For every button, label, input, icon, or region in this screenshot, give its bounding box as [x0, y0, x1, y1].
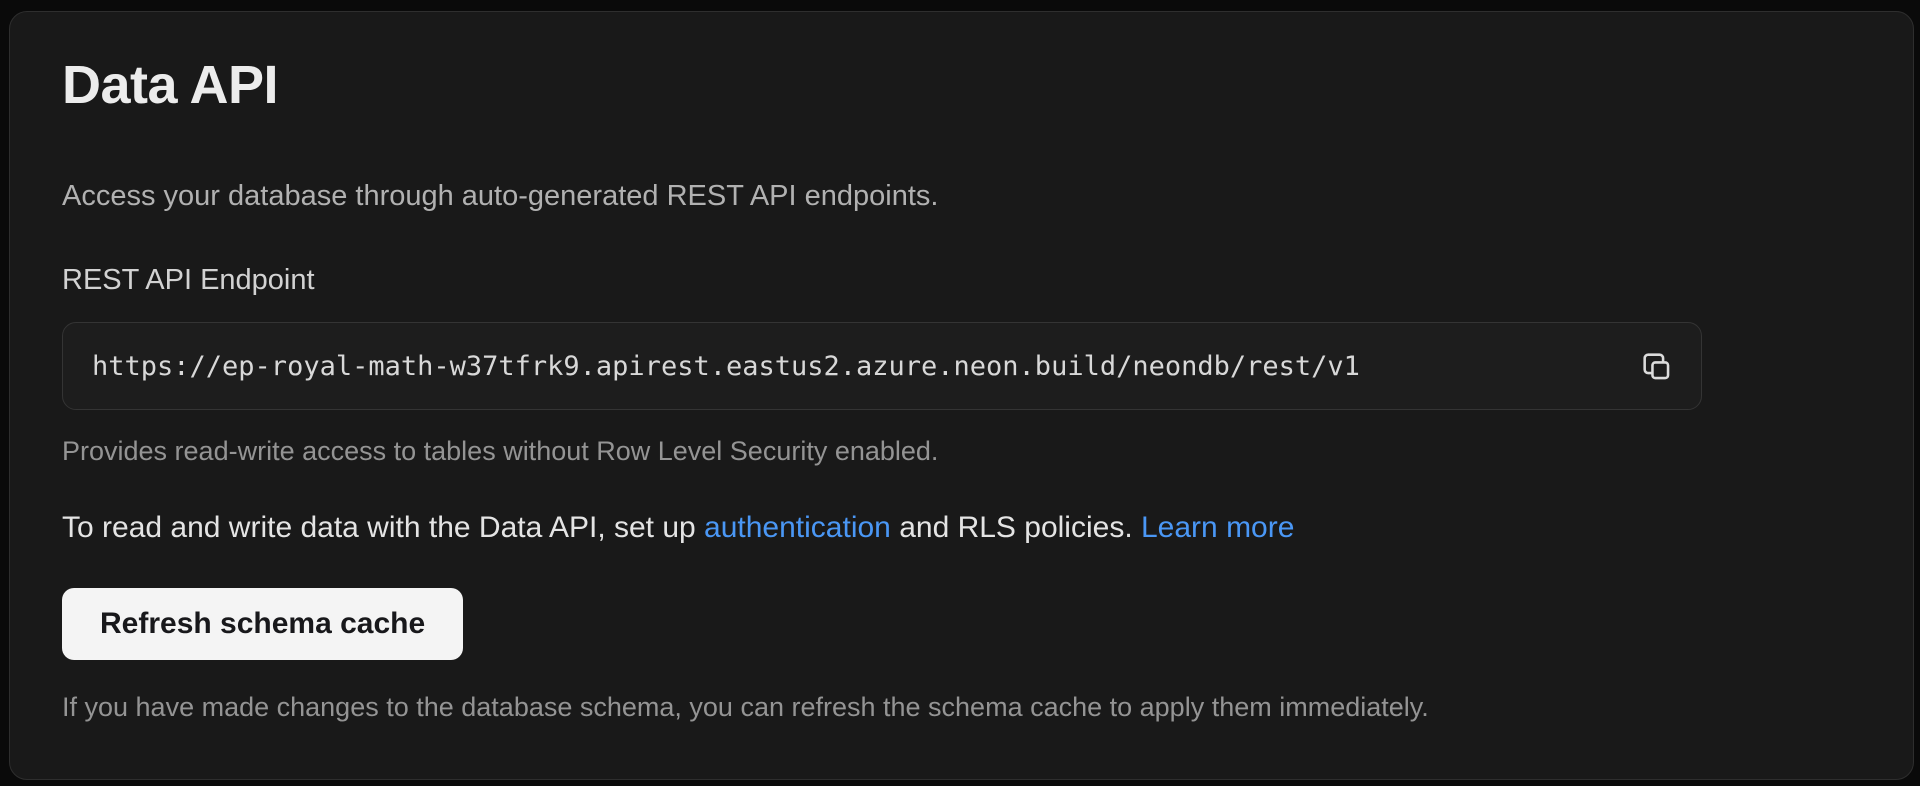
rest-api-endpoint-url[interactable]: https://ep-royal-math-w37tfrk9.apirest.e…	[92, 350, 1360, 382]
rest-api-endpoint-label: REST API Endpoint	[62, 264, 315, 296]
endpoint-helper-text: Provides read-write access to tables wit…	[62, 436, 939, 466]
rls-note: To read and write data with the Data API…	[62, 508, 1294, 548]
rls-note-text-middle: and RLS policies.	[890, 511, 1141, 544]
learn-more-link[interactable]: Learn more	[1141, 511, 1295, 544]
rls-note-text-before: To read and write data with the Data API…	[62, 511, 705, 544]
page-description: Access your database through auto-genera…	[62, 180, 939, 212]
data-api-panel: Data API Access your database through au…	[9, 11, 1914, 780]
copy-endpoint-button[interactable]	[1627, 337, 1685, 395]
authentication-link[interactable]: authentication	[704, 511, 891, 544]
refresh-helper-text: If you have made changes to the database…	[62, 692, 1429, 722]
copy-icon	[1639, 349, 1673, 383]
rest-api-endpoint-field: https://ep-royal-math-w37tfrk9.apirest.e…	[62, 322, 1702, 410]
page-title: Data API	[62, 55, 279, 115]
refresh-schema-cache-button[interactable]: Refresh schema cache	[62, 588, 464, 660]
